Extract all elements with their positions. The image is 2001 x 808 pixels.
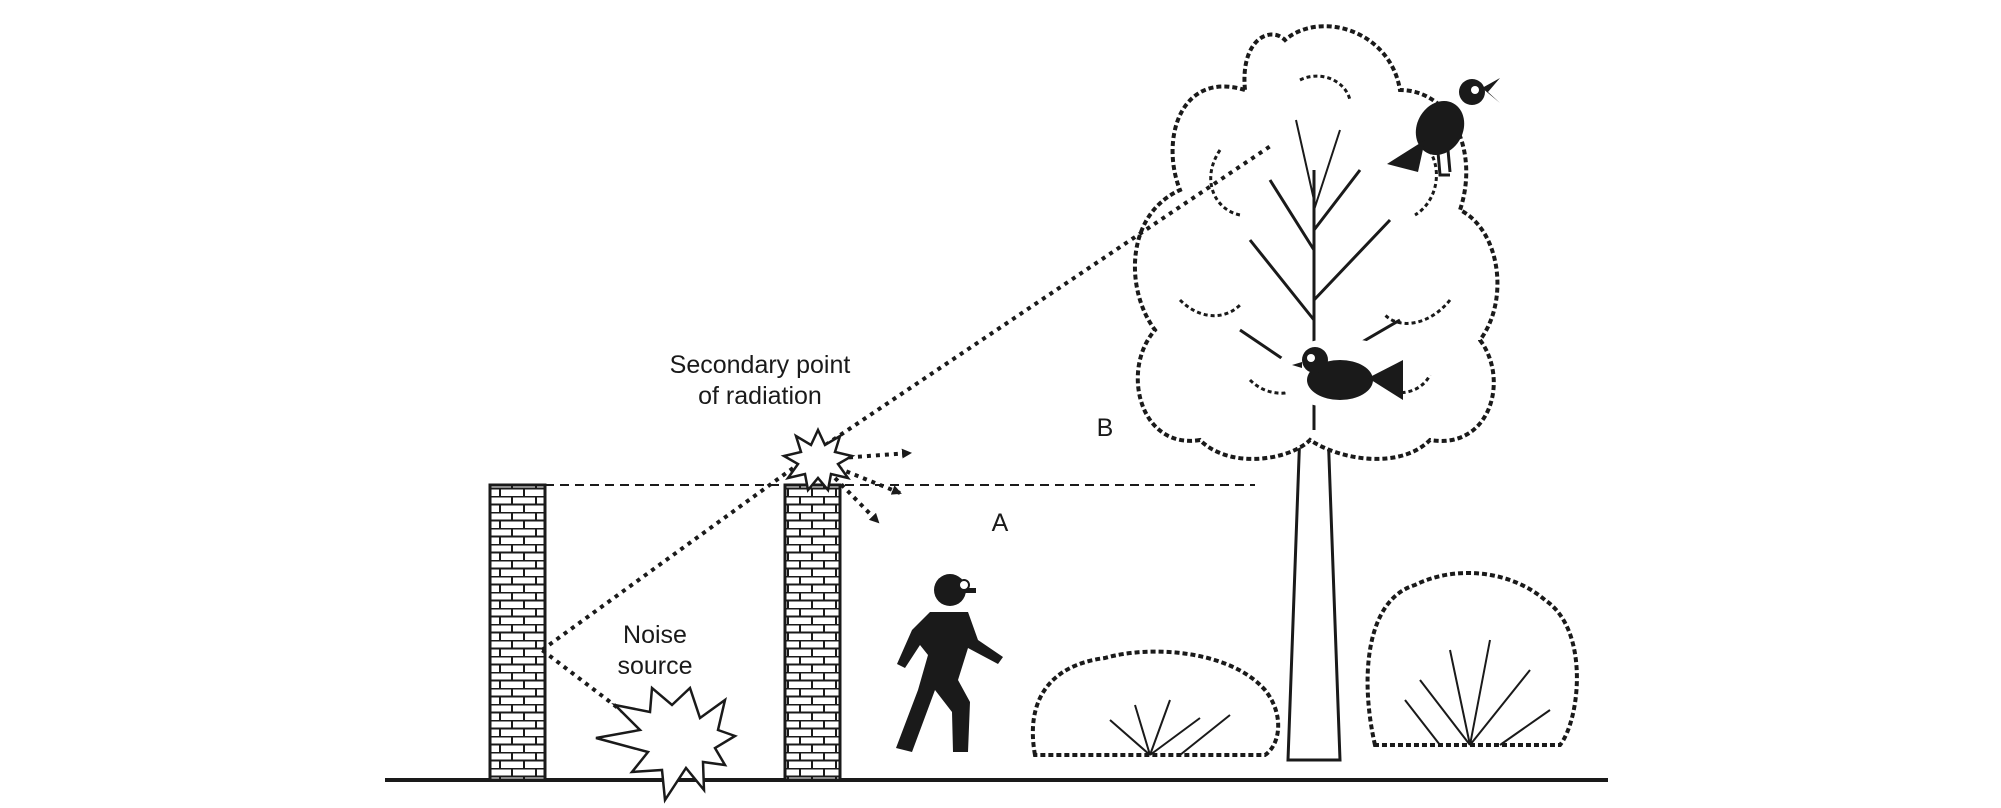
bush-right (1365, 571, 1579, 747)
secondary-burst-icon (780, 427, 856, 493)
brick-wall-barrier (783, 483, 842, 782)
secondary-point-label-line1: Secondary point (669, 351, 851, 379)
zone-b-label: B (1096, 414, 1114, 442)
secondary-point-label-line2: of radiation (698, 382, 822, 410)
noise-source-label: Noise source (590, 620, 720, 682)
walking-person-icon (896, 574, 1003, 752)
brick-wall-left (488, 483, 547, 782)
bird-singing-icon (1387, 78, 1500, 177)
noise-source-label-line1: Noise (623, 621, 687, 649)
tree-icon (1132, 24, 1500, 762)
bird-perched-icon (1275, 338, 1405, 408)
diffraction-arrow-2 (837, 466, 902, 495)
sound-path-to-wall (540, 648, 662, 742)
diffraction-arrow-3 (833, 476, 880, 524)
sound-path-reflected (540, 448, 820, 652)
noise-burst-icon (595, 685, 738, 804)
bush-left (1030, 649, 1281, 757)
secondary-point-label: Secondary point of radiation (630, 350, 890, 412)
zone-a-label: A (991, 509, 1009, 537)
sound-path-to-bird (816, 143, 1274, 452)
noise-source-label-line2: source (617, 652, 693, 680)
